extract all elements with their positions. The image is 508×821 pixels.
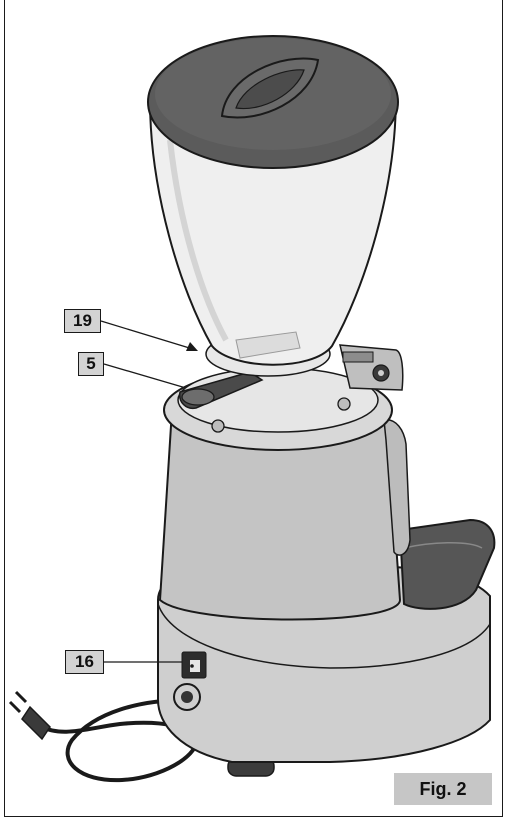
spout-arm [383, 419, 411, 556]
hopper-lid-icon [147, 35, 399, 169]
callout-5: 5 [78, 352, 104, 376]
display-panel [339, 344, 404, 391]
bean-hopper [148, 94, 398, 366]
power-switch-icon [181, 651, 207, 679]
hopper-shutter-lever [178, 371, 264, 410]
figure-frame [4, 0, 503, 817]
callout-leaders [100, 320, 197, 663]
machine-body [158, 409, 402, 621]
callout-19: 19 [64, 309, 101, 333]
dosing-tray [398, 518, 496, 610]
callout-16: 16 [65, 650, 104, 674]
cord-socket [173, 683, 201, 711]
power-cord-plug-icon [8, 690, 51, 741]
power-cord [38, 698, 199, 783]
figure-label: Fig. 2 [394, 773, 492, 805]
